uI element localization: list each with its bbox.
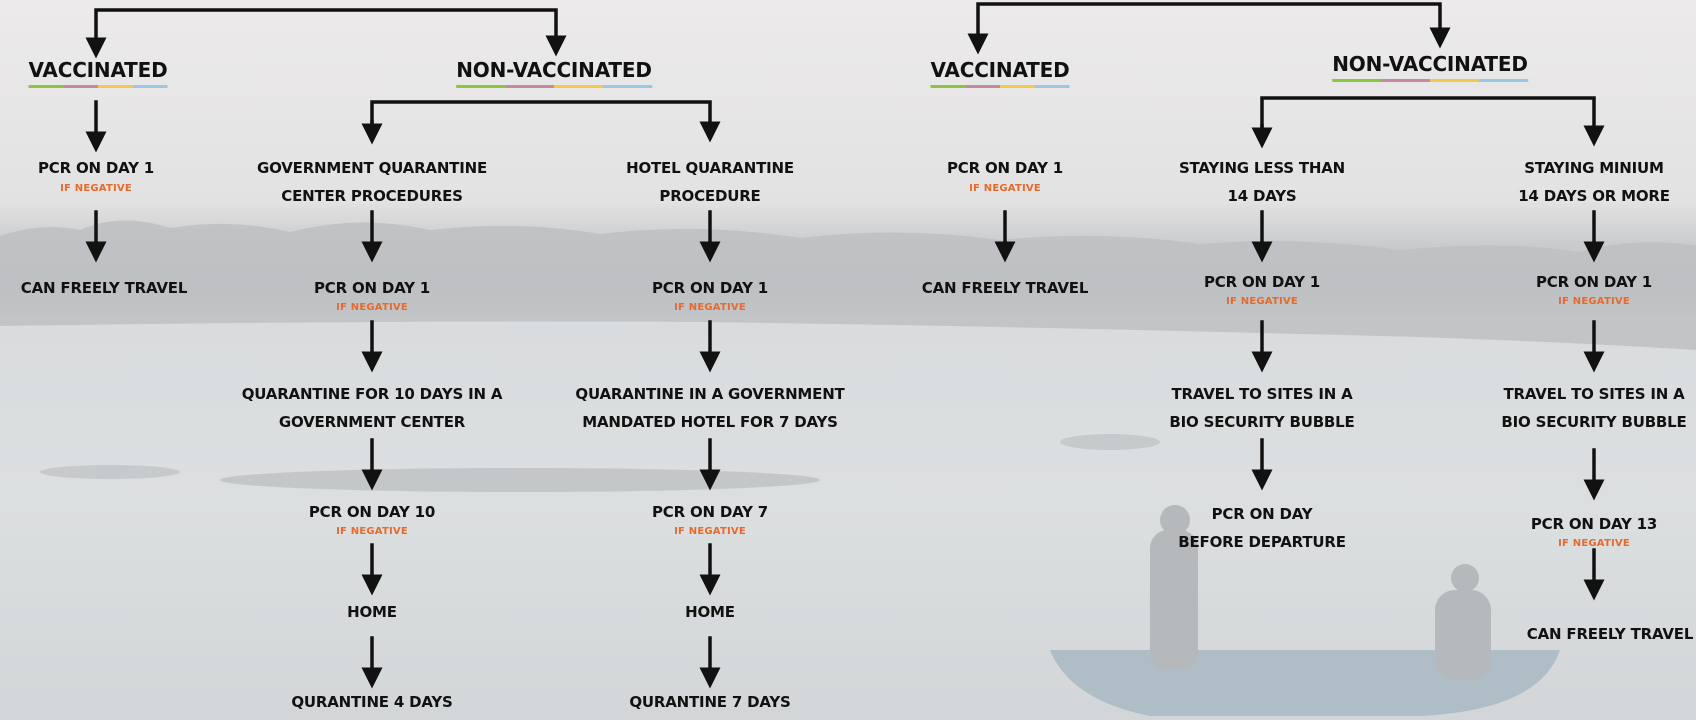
long-stay-pcr-day1: PCR ON DAY 1: [1535, 273, 1653, 291]
government-if-negative-2: IF NEGATIVE: [336, 526, 408, 537]
hotel-pcr-day1: PCR ON DAY 1: [651, 279, 769, 297]
hotel-pcr-day7: PCR ON DAY 7: [651, 503, 769, 521]
short-stay-if-negative: IF NEGATIVE: [1226, 296, 1298, 307]
government-if-negative-1: IF NEGATIVE: [336, 302, 408, 313]
right-vacc-pcr-day1: PCR ON DAY 1: [946, 159, 1064, 177]
long-stay-title: STAYING MINIUM 14 DAYS OR MORE: [1518, 159, 1670, 205]
long-stay-if-negative-2: IF NEGATIVE: [1558, 538, 1630, 549]
long-stay-travel-bubble: TRAVEL TO SITES IN A BIO SECURITY BUBBLE: [1501, 385, 1687, 431]
government-quarantine-10-days: QUARANTINE FOR 10 DAYS IN A GOVERNMENT C…: [241, 385, 503, 431]
hotel-if-negative-1: IF NEGATIVE: [674, 302, 746, 313]
hotel-home: HOME: [685, 603, 735, 621]
left-non-vaccinated-heading: NON-VACCINATED: [456, 58, 652, 88]
hotel-quarantine-7-days: QUARANTINE IN A GOVERNMENT MANDATED HOTE…: [575, 385, 845, 431]
left-vacc-can-freely-travel: CAN FREELY TRAVEL: [20, 279, 188, 297]
heading-underline: [28, 85, 168, 88]
right-vacc-can-freely-travel: CAN FREELY TRAVEL: [921, 279, 1089, 297]
left-vaccinated-heading: VACCINATED: [28, 58, 168, 88]
island-left: [220, 468, 820, 492]
fisher-left: [1150, 530, 1198, 670]
government-home: HOME: [347, 603, 397, 621]
fisher-right: [1435, 590, 1491, 680]
government-quarantine-4-days: QURANTINE 4 DAYS: [291, 693, 453, 711]
short-stay-pcr-before-departure: PCR ON DAY BEFORE DEPARTURE: [1178, 505, 1346, 551]
short-stay-pcr-day1: PCR ON DAY 1: [1203, 273, 1321, 291]
short-stay-travel-bubble: TRAVEL TO SITES IN A BIO SECURITY BUBBLE: [1169, 385, 1355, 431]
fisher-right-head: [1451, 564, 1479, 592]
heading-underline: [930, 85, 1070, 88]
government-pcr-day1: PCR ON DAY 1: [313, 279, 431, 297]
long-stay-if-negative-1: IF NEGATIVE: [1558, 296, 1630, 307]
treeline: [0, 220, 1696, 350]
right-vaccinated-heading: VACCINATED: [930, 58, 1070, 88]
hotel-quarantine-title: HOTEL QUARANTINE PROCEDURE: [626, 159, 794, 205]
right-non-vaccinated-heading: NON-VACCINATED: [1332, 52, 1528, 82]
left-vacc-pcr-day1: PCR ON DAY 1: [37, 159, 155, 177]
reeds-left: [40, 465, 180, 479]
right-vacc-if-negative: IF NEGATIVE: [969, 183, 1041, 194]
heading-underline: [456, 85, 652, 88]
left-vacc-if-negative: IF NEGATIVE: [60, 183, 132, 194]
hotel-quarantine-final: QURANTINE 7 DAYS: [629, 693, 791, 711]
long-stay-can-freely-travel: CAN FREELY TRAVEL: [1526, 625, 1694, 643]
hotel-if-negative-2: IF NEGATIVE: [674, 526, 746, 537]
long-stay-pcr-day13: PCR ON DAY 13: [1530, 515, 1658, 533]
government-quarantine-title: GOVERNMENT QUARANTINE CENTER PROCEDURES: [256, 159, 488, 205]
short-stay-title: STAYING LESS THAN 14 DAYS: [1178, 159, 1346, 205]
government-pcr-day10: PCR ON DAY 10: [308, 503, 436, 521]
heading-underline: [1332, 79, 1528, 82]
fisher-left-head: [1160, 505, 1190, 535]
island-small: [1060, 434, 1160, 450]
